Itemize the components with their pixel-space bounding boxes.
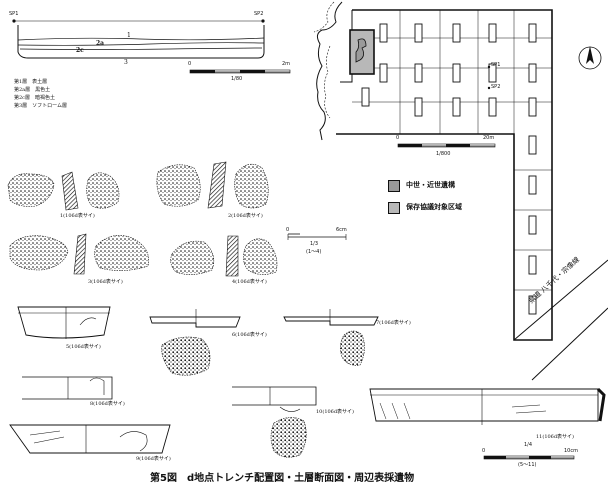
artifact-label: 5(106d表サイ) xyxy=(66,344,101,350)
artifact-label: 4(106d表サイ) xyxy=(232,279,267,285)
artifact-scale-range: (1〜4) xyxy=(306,249,322,255)
site-plan-figure: SP1 SP2 0 20m 1/800 県道 八千代・宗像線 中世・近世遺構 保… xyxy=(300,0,608,381)
artifact-scale-ratio: 1/3 xyxy=(310,241,319,247)
layer-legend-item: 第1層 表土層 xyxy=(14,79,48,85)
section-scale-zero: 0 xyxy=(188,61,192,67)
legend-label: 中世・近世遺構 xyxy=(406,181,455,189)
artifact-scale-bar xyxy=(287,234,347,240)
legend-item-medieval: 中世・近世遺構 xyxy=(388,180,508,192)
layer-2c-label: 2c xyxy=(76,47,84,54)
artifact-scale: 0 6cm 1/3 (1〜4) xyxy=(286,228,348,264)
plan-scale-zero: 0 xyxy=(396,135,400,141)
legend-swatch-medieval xyxy=(388,180,400,192)
artifact-label: 6(106d表サイ) xyxy=(232,332,267,338)
layer-legend-item: 第2a層 黒色土 xyxy=(14,87,51,93)
artifact-label: 11(106d表サイ) xyxy=(536,434,575,440)
pottery-scale-ratio: 1/4 xyxy=(524,442,533,448)
artifact-scale-zero: 0 xyxy=(286,227,290,233)
soil-section-drawing xyxy=(12,19,291,74)
artifact-label: 8(106d表サイ) xyxy=(90,401,125,407)
artifact-label: 9(106d表サイ) xyxy=(136,456,171,462)
legend-item-protected: 保存協議対象区域 xyxy=(388,202,508,214)
artifact-label: 1(106d表サイ) xyxy=(60,213,95,219)
artifact-scale-max: 6cm xyxy=(336,227,347,233)
section-sp2-label: SP2 xyxy=(254,11,264,17)
artifact-label: 3(106d表サイ) xyxy=(88,279,123,285)
artifact-label: 10(106d表サイ) xyxy=(316,409,355,415)
layer-legend-item: 第3層 ソフトローム層 xyxy=(14,103,68,109)
plan-sp2-label: SP2 xyxy=(491,84,501,90)
layer-2a-label: 2a xyxy=(96,40,105,47)
layer-1-label: 1 xyxy=(127,32,131,39)
plan-scale-max: 20m xyxy=(483,135,495,141)
plan-legend: 中世・近世遺構 保存協議対象区域 xyxy=(388,180,508,220)
plan-scale-ratio: 1/800 xyxy=(436,151,451,157)
section-scale-max: 2m xyxy=(282,61,291,67)
pottery-artifacts: 5(106d表サイ) 6(106d表サイ) 7(106d表サイ) 8(106d表… xyxy=(0,295,608,470)
legend-label: 保存協議対象区域 xyxy=(406,203,462,211)
plan-sp1-label: SP1 xyxy=(491,62,501,68)
site-plan-drawing xyxy=(313,1,608,381)
legend-swatch-protected xyxy=(388,202,400,214)
pottery-artifacts-drawing xyxy=(9,306,606,460)
section-scale-ratio: 1/80 xyxy=(231,76,243,82)
section-sp1-label: SP1 xyxy=(9,11,19,17)
artifact-label: 2(106d表サイ) xyxy=(228,213,263,219)
soil-section-figure: SP1 SP2 1 2a 2c 3 0 2m 1/80 第1層 表土層 第2a層… xyxy=(0,0,300,130)
layer-3-label: 3 xyxy=(124,59,128,66)
pottery-scale-max: 10cm xyxy=(564,448,578,454)
artifact-label: 7(106d表サイ) xyxy=(376,320,411,326)
stone-artifacts: 1(106d表サイ) 2(106d表サイ) 3(106d表サイ) 4(106d表… xyxy=(0,150,300,300)
stone-artifacts-drawing xyxy=(7,161,300,277)
pottery-scale-zero: 0 xyxy=(482,448,486,454)
pottery-scale-range: (5〜11) xyxy=(518,462,537,468)
figure-caption: 第5図 d地点トレンチ配置図・土層断面図・周辺表採遺物 xyxy=(150,473,415,484)
layer-legend-item: 第2c層 暗褐色土 xyxy=(14,95,55,101)
